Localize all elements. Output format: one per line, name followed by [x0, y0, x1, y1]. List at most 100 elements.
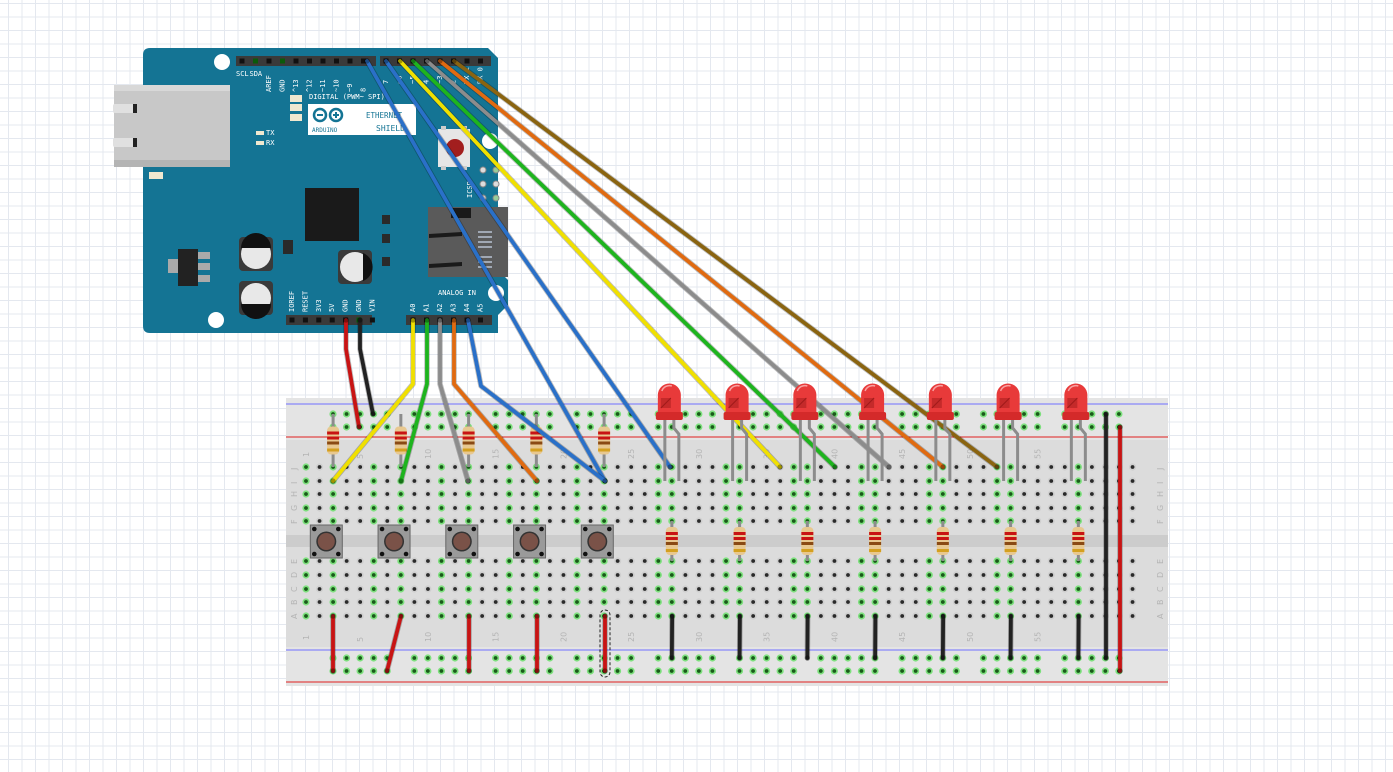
breadboard-hole[interactable] — [1088, 598, 1096, 606]
breadboard-hole[interactable] — [343, 557, 351, 565]
breadboard-hole[interactable] — [492, 667, 500, 675]
breadboard-hole[interactable] — [654, 477, 662, 485]
breadboard-hole[interactable] — [966, 585, 974, 593]
breadboard-hole[interactable] — [614, 598, 622, 606]
breadboard-hole[interactable] — [722, 612, 730, 620]
breadboard-hole[interactable] — [451, 612, 459, 620]
breadboard-hole[interactable] — [465, 517, 473, 525]
breadboard-hole[interactable] — [505, 410, 513, 418]
breadboard-hole[interactable] — [505, 517, 513, 525]
breadboard-hole[interactable] — [383, 477, 391, 485]
led-ground-jumper[interactable] — [1075, 613, 1082, 661]
breadboard-hole[interactable] — [356, 667, 364, 675]
breadboard-hole[interactable] — [315, 557, 324, 565]
breadboard-hole[interactable] — [830, 477, 839, 485]
breadboard-hole[interactable] — [952, 667, 960, 675]
breadboard-hole[interactable] — [627, 667, 635, 675]
breadboard-hole[interactable] — [966, 557, 974, 565]
breadboard-hole[interactable] — [1088, 423, 1096, 431]
breadboard-hole[interactable] — [912, 504, 920, 512]
breadboard-hole[interactable] — [410, 667, 418, 675]
breadboard-hole[interactable] — [1088, 667, 1096, 675]
breadboard-hole[interactable] — [654, 504, 662, 512]
breadboard-hole[interactable] — [492, 598, 500, 606]
breadboard-hole[interactable] — [979, 504, 988, 512]
breadboard-hole[interactable] — [695, 612, 703, 620]
button-power-jumper[interactable] — [534, 613, 540, 674]
breadboard-hole[interactable] — [763, 654, 771, 662]
breadboard-hole[interactable] — [871, 667, 879, 675]
breadboard-hole[interactable] — [1020, 477, 1028, 485]
breadboard-hole[interactable] — [370, 654, 378, 662]
breadboard-hole[interactable] — [424, 667, 432, 675]
breadboard-hole[interactable] — [383, 490, 391, 498]
breadboard-hole[interactable] — [613, 667, 622, 675]
breadboard-hole[interactable] — [315, 504, 324, 512]
breadboard-hole[interactable] — [979, 477, 988, 485]
breadboard-hole[interactable] — [559, 557, 568, 565]
breadboard-hole[interactable] — [871, 585, 879, 593]
breadboard-hole[interactable] — [749, 490, 757, 498]
breadboard-hole[interactable] — [857, 423, 866, 431]
breadboard-hole[interactable] — [641, 490, 649, 498]
breadboard-hole[interactable] — [708, 504, 717, 512]
breadboard-hole[interactable] — [519, 517, 527, 525]
breadboard-hole[interactable] — [681, 477, 690, 485]
breadboard-hole[interactable] — [451, 585, 459, 593]
breadboard-hole[interactable] — [1115, 410, 1123, 418]
breadboard-hole[interactable] — [817, 612, 825, 620]
breadboard-hole[interactable] — [952, 612, 961, 620]
led-ground-jumper[interactable] — [940, 613, 946, 661]
breadboard-hole[interactable] — [573, 504, 581, 512]
led-resistor[interactable] — [801, 521, 814, 561]
breadboard-hole[interactable] — [532, 585, 540, 593]
breadboard-hole[interactable] — [912, 654, 920, 662]
breadboard-hole[interactable] — [1020, 654, 1028, 662]
breadboard-hole[interactable] — [627, 598, 635, 606]
breadboard-hole[interactable] — [356, 504, 364, 512]
breadboard-hole[interactable] — [1128, 490, 1137, 498]
breadboard-hole[interactable] — [695, 504, 703, 512]
breadboard-hole[interactable] — [532, 504, 540, 512]
breadboard-hole[interactable] — [370, 463, 378, 471]
breadboard-hole[interactable] — [763, 667, 771, 675]
breadboard-hole[interactable] — [492, 477, 500, 485]
breadboard-hole[interactable] — [370, 598, 378, 606]
breadboard-hole[interactable] — [383, 571, 391, 579]
breadboard-hole[interactable] — [302, 477, 310, 485]
breadboard-hole[interactable] — [993, 598, 1001, 606]
breadboard-hole[interactable] — [1034, 504, 1042, 512]
breadboard-hole[interactable] — [614, 571, 622, 579]
breadboard-hole[interactable] — [614, 504, 622, 512]
breadboard-hole[interactable] — [952, 571, 961, 579]
breadboard-hole[interactable] — [1128, 557, 1137, 565]
breadboard-hole[interactable] — [586, 410, 595, 418]
header-pin[interactable] — [347, 58, 353, 64]
breadboard-hole[interactable] — [952, 410, 960, 418]
breadboard-hole[interactable] — [343, 504, 351, 512]
breadboard-hole[interactable] — [437, 490, 446, 498]
breadboard-hole[interactable] — [830, 654, 838, 662]
breadboard-hole[interactable] — [749, 667, 757, 675]
breadboard-hole[interactable] — [939, 585, 947, 593]
breadboard-hole[interactable] — [776, 423, 784, 431]
breadboard-hole[interactable] — [736, 585, 744, 593]
breadboard-hole[interactable] — [410, 654, 418, 662]
breadboard-hole[interactable] — [736, 463, 744, 471]
breadboard-hole[interactable] — [302, 517, 310, 525]
breadboard-hole[interactable] — [708, 654, 717, 662]
breadboard-hole[interactable] — [790, 490, 798, 498]
breadboard-hole[interactable] — [817, 463, 825, 471]
red-led[interactable] — [791, 383, 819, 481]
breadboard-hole[interactable] — [844, 410, 852, 418]
breadboard-hole[interactable] — [519, 598, 527, 606]
breadboard-hole[interactable] — [342, 654, 351, 662]
breadboard-hole[interactable] — [1088, 504, 1096, 512]
breadboard-hole[interactable] — [763, 490, 771, 498]
led-ground-jumper[interactable] — [669, 613, 675, 661]
breadboard-hole[interactable] — [993, 517, 1001, 525]
breadboard-hole[interactable] — [912, 490, 920, 498]
breadboard-hole[interactable] — [695, 557, 703, 565]
breadboard-hole[interactable] — [573, 477, 581, 485]
breadboard-hole[interactable] — [1020, 517, 1028, 525]
